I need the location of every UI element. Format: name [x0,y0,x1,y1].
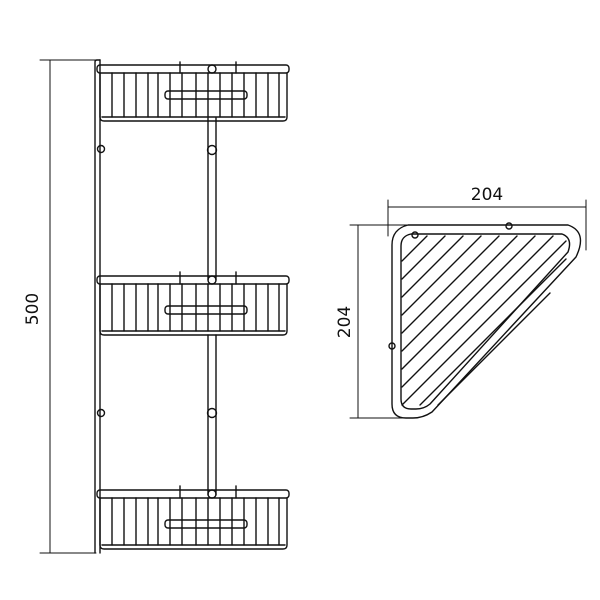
width-dimension-label: 204 [471,185,503,205]
width-dimension [387,199,587,251]
shelf-top [96,61,290,122]
height-dimension [39,59,97,554]
screw-icon [411,231,419,239]
screw-icon [388,342,396,350]
corner-basket-top-view [388,222,582,419]
depth-dimension-label: 204 [335,306,355,338]
screw-icon [206,144,218,156]
height-dimension-label: 500 [23,293,43,325]
screw-icon [206,407,218,419]
depth-dimension [349,224,417,419]
shelf-middle [96,271,290,336]
screw-icon [505,222,513,230]
shelf-bottom [96,485,290,550]
mount-hole-icon [96,144,106,154]
mount-hole-icon [96,408,106,418]
